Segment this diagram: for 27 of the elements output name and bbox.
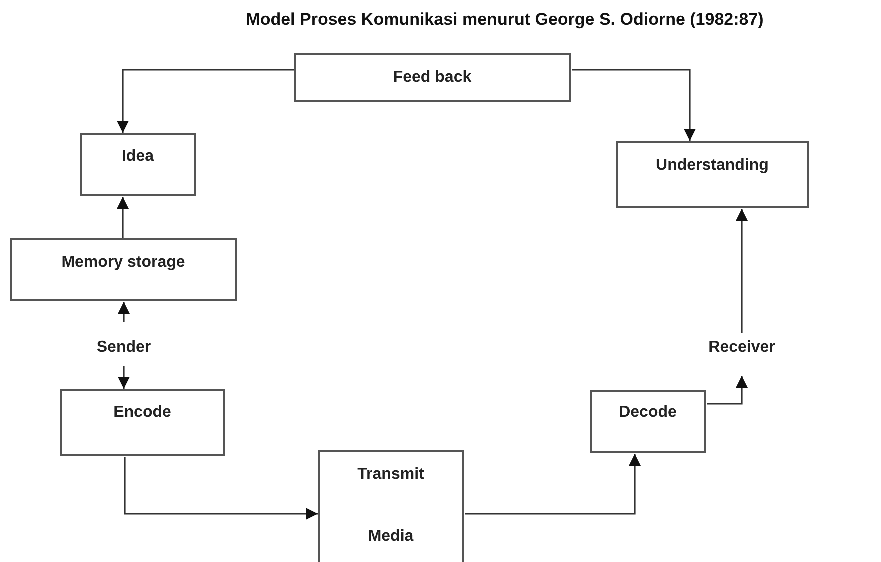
arrow (124, 457, 318, 520)
arrow (117, 69, 294, 133)
box-label: Understanding (655, 157, 770, 175)
process-box (616, 141, 809, 208)
role-label: Sender (96, 339, 152, 357)
box-label: Feed back (392, 69, 473, 87)
process-box (10, 238, 237, 301)
box-label: Idea (120, 148, 156, 166)
process-box (294, 53, 571, 102)
process-box (60, 389, 225, 456)
box-label: Decode (618, 404, 678, 422)
arrow (118, 366, 130, 389)
box-label: Transmit (356, 466, 426, 484)
process-box (80, 133, 196, 196)
process-box (318, 450, 464, 562)
arrow (118, 302, 130, 322)
diagram-title: Model Proses Komunikasi menurut George S. Odiorne (1982:87) (245, 10, 765, 30)
arrow (465, 454, 641, 515)
box-label: Memory storage (60, 254, 186, 272)
arrow (707, 376, 748, 405)
arrow (572, 69, 696, 141)
box-label: Encode (112, 404, 172, 422)
role-label: Receiver (708, 339, 776, 357)
arrow (736, 209, 748, 333)
box-label: Media (367, 528, 415, 546)
arrow (117, 197, 129, 238)
process-box (590, 390, 706, 453)
